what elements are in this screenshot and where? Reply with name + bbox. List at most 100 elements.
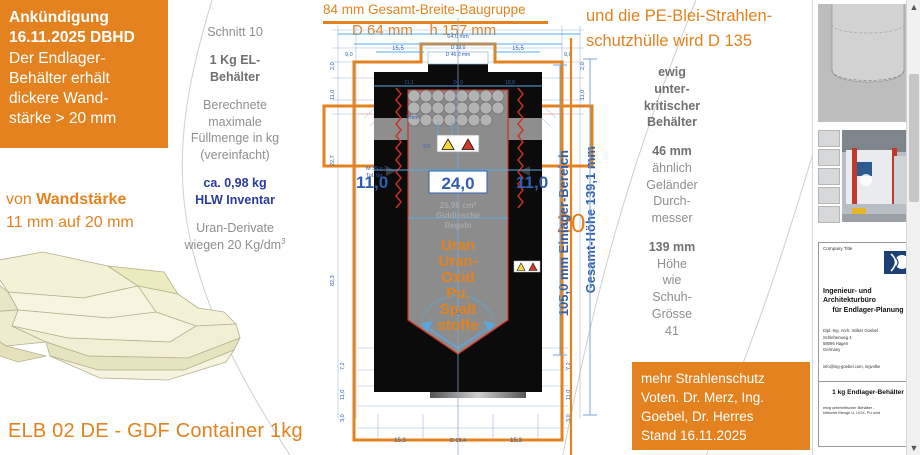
scrollbar-thumb[interactable] (909, 74, 919, 202)
diameter-46-head: 46 mm (652, 144, 692, 158)
wall-thickness-right: 11,0 (516, 173, 548, 192)
photo-thumb-1[interactable] (818, 130, 840, 147)
hazard-warning-icons (436, 134, 480, 153)
dim-d154: D 15,4 (450, 438, 466, 444)
dim-155-left: 15,5 (392, 46, 404, 52)
dim-30-bottom-left: 3,0 (340, 414, 346, 422)
diameter-caption: D 64 mm (352, 22, 413, 39)
dim-110-bottom-left: 11,0 (340, 390, 346, 400)
container-head-1: 1 Kg EL- (209, 52, 261, 67)
thread-tolerance: Tol. 6g (366, 173, 382, 179)
cad-title-block: Company Title Ingenieur- und Architektur… (818, 242, 918, 447)
area-line-1: 25,98 cm² (440, 201, 477, 210)
announcement-line-1: Ankündigung (9, 9, 109, 26)
fill-line-5: Spalt (440, 301, 477, 318)
dim-64: 64,0 mm (447, 34, 469, 40)
photo-thumb-3[interactable] (818, 168, 840, 185)
fill-line-4: Pu, (446, 285, 469, 302)
area-line-3: Regeln (445, 221, 472, 230)
hlw-label: HLW Inventar (195, 193, 275, 207)
wall-note-bold: Wandstärke (36, 191, 127, 208)
dim-72-left: 7,2 (340, 362, 346, 370)
announcement-line-3: Der Endlager- (9, 49, 106, 67)
low-poly-hand-illustration (0, 251, 241, 381)
height-caption: h 157 mm (429, 22, 497, 39)
subcritical-line-1: ewig (658, 65, 686, 79)
announcement-line-6: stärke > 20 mm (9, 110, 117, 128)
subcritical-line-2: unter- (654, 81, 690, 96)
dim-9mm: 9 mm (406, 115, 419, 121)
height-139-line-5: 41 (665, 323, 679, 338)
wall-thickness-left: 11,0 (356, 173, 388, 192)
address-line-4: Germany (823, 347, 841, 353)
radiation-protection-box: mehr Strahlenschutz Voten. Dr. Merz, Ing… (632, 362, 810, 450)
wall-note-line-2: 11 mm auf 20 mm (6, 214, 134, 232)
photo-main[interactable] (842, 130, 910, 222)
dim-30-small: 3,0 (423, 144, 430, 150)
office-name-line-2: für Endlager-Planung (832, 306, 904, 314)
dim-9-left: 9,0 (345, 52, 353, 58)
contact-email: info@ing-goebel.com, ingvolke (823, 363, 881, 369)
dim-188: 18,8 (505, 80, 515, 86)
dim-823: 82,3 (330, 275, 336, 286)
lead-shield-line-2: schutzhülle wird D 135 (586, 31, 752, 50)
scroll-up-arrow[interactable]: ▲ (909, 2, 919, 12)
calc-line-1: Berechnete (203, 97, 267, 112)
announcement-line-4: Behälter erhält (9, 69, 110, 87)
uran-line-2: wiegen 20 Kg/dm3 (170, 237, 300, 254)
address-line-2: Schlehenweg 4 (823, 334, 852, 340)
company-logo (884, 251, 912, 274)
inner-diameter-24: 24,0 (441, 174, 474, 193)
area-line-2: Guldinsche (436, 211, 480, 220)
dim-20-right: 2,0 (580, 62, 586, 70)
address-line-1: Dipl.-Ing. Arch. Volker Goebel (823, 328, 878, 334)
radiation-box-line-2: Voten. Dr. Merz, Ing. (641, 390, 765, 406)
photo-gallery[interactable] (818, 130, 910, 226)
calc-line-3: Füllmenge in kg (190, 131, 280, 146)
diameter-46-line-4: messer (651, 211, 693, 225)
diameter-46-line-2: Geländer (646, 177, 698, 192)
office-name-line-1: Ingenieur- und Architekturbüro (823, 288, 876, 305)
dim-110-right: 11,0 (580, 90, 586, 100)
photo-thumb-5[interactable] (818, 206, 840, 223)
announcement-line-2: 16.11.2025 DBHD (9, 29, 135, 47)
drawing-title: 1 kg Endlager-Behälter (832, 388, 904, 396)
lead-shield-line-1: und die PE-Blei-Strahlen- (586, 7, 773, 25)
company-title-label: Company Title (823, 246, 853, 251)
drawing-subtitle-2: kritische Menge U, UOX, Pu oxid (823, 410, 880, 416)
right-annotation-column: ewig unter- kritischer Behälter 46 mm äh… (612, 64, 732, 339)
dim-153-right: 15,3 (510, 438, 522, 444)
height-139-head: 139 mm (648, 239, 696, 254)
photo-thumb-2[interactable] (818, 149, 840, 166)
page-title: ELB 02 DE - GDF Container 1kg (8, 420, 303, 442)
dim-d190: D 19,0 (451, 45, 466, 51)
hlw-amount: ca. 0,98 kg (203, 176, 267, 191)
wall-thickness-note: von Wandstärke 11 mm auf 20 mm (6, 188, 186, 234)
subcritical-line-4: Behälter (646, 115, 698, 130)
vertical-scrollbar[interactable]: ▲ ▼ (906, 0, 920, 455)
wall-note-prefix: von (6, 191, 37, 208)
center-annotation-column: Schnitt 10 1 Kg EL- Behälter Berechnete … (170, 24, 300, 254)
height-139-line-4: Grösse (651, 306, 693, 321)
container-head-2: Behälter (209, 69, 261, 84)
dim-227: 22,7 (330, 155, 336, 166)
container-3d-preview[interactable] (818, 4, 910, 122)
scroll-down-arrow[interactable]: ▼ (909, 443, 919, 453)
overall-width-rule (323, 21, 548, 24)
dim-155-right: 15,5 (512, 46, 524, 52)
dim-110-left: 11,0 (330, 90, 336, 100)
fill-line-1: Uran (441, 237, 475, 254)
diameter-46-line-1: ähnlich (652, 160, 692, 175)
fill-line-2: Uran- (438, 253, 477, 270)
fill-line-6: stoffe (438, 317, 479, 334)
dim-30-bottom-right: 3,0 (566, 414, 572, 422)
title-block-divider (819, 380, 917, 382)
lead-shield-headline: und die PE-Blei-Strahlen- schutzhülle wi… (586, 4, 886, 54)
height-139-line-2: wie (662, 273, 682, 288)
height-139-line-1: Höhe (657, 256, 687, 271)
radiation-box-line-1: mehr Strahlenschutz (641, 371, 765, 386)
photo-thumb-4[interactable] (818, 187, 840, 204)
diameter-46-line-3: Durch- (653, 194, 691, 209)
announcement-box: Ankündigung 16.11.2025 DBHD Der Endlager… (0, 0, 168, 148)
